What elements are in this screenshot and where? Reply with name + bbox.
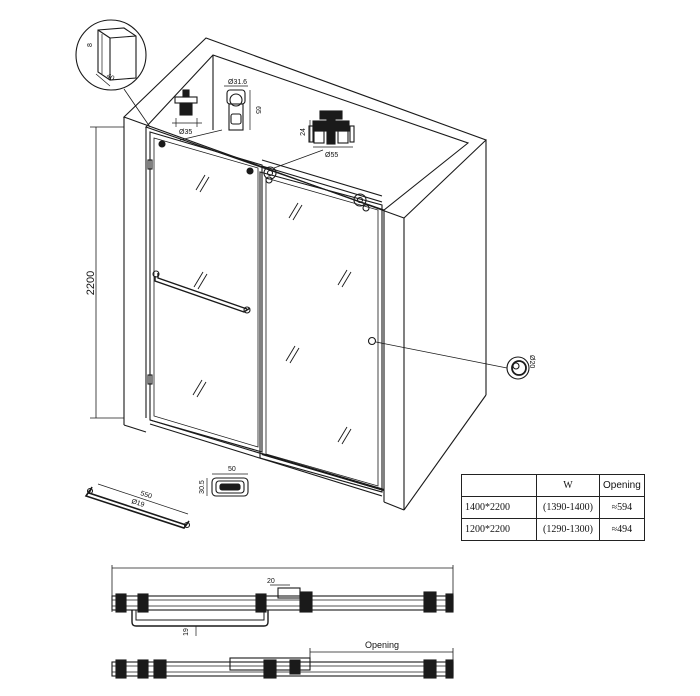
spec-opening-cell: ≈494	[599, 518, 645, 541]
table-row: 1400*2200 (1390-1400) ≈594	[461, 496, 645, 519]
guide-width-label: 50	[228, 466, 236, 473]
spec-size-cell: 1200*2200	[461, 518, 537, 541]
spec-col-width: W	[536, 474, 600, 497]
hanger-height-label: 24	[300, 128, 307, 136]
spec-table: W Opening 1400*2200 (1390-1400) ≈594 120…	[461, 474, 645, 541]
spec-width-cell: (1290-1300)	[536, 518, 600, 541]
top-sliding-rail	[261, 159, 383, 212]
towel-bar-detail	[84, 483, 191, 529]
roller-width-label: Ø31.6	[228, 79, 247, 86]
hanger-detail	[273, 110, 355, 169]
plan-view-open	[111, 648, 454, 679]
plan-view-closed	[111, 565, 454, 636]
opening-label: Opening	[365, 640, 399, 650]
sliding-glass-door	[259, 171, 383, 493]
panel-depth-label: 40	[105, 73, 115, 83]
knob-diameter-label: Ø20	[528, 355, 535, 368]
spec-width-cell: (1390-1400)	[536, 496, 600, 519]
guide-height-label: 30.5	[199, 480, 206, 494]
spec-table-header: W Opening	[461, 474, 645, 497]
height-dimension	[90, 126, 124, 419]
profile-offset-label: 20	[267, 578, 275, 585]
panel-thickness-label: 8	[87, 43, 94, 47]
spec-size-cell: 1400*2200	[461, 496, 537, 519]
roller-right	[353, 193, 367, 207]
spec-opening-cell: ≈594	[599, 496, 645, 519]
roller-detail	[172, 85, 251, 141]
roller-height-label: 65	[254, 106, 261, 114]
hanger-diameter-label: Ø55	[325, 152, 338, 159]
roller-left	[263, 166, 277, 180]
bottom-track	[149, 419, 385, 497]
wall-brackets	[147, 140, 254, 385]
roller-base-label: Ø35	[179, 129, 192, 136]
knob-detail	[506, 356, 530, 380]
door-reflection-marks	[285, 202, 352, 445]
towel-bar-length-label: 550	[139, 490, 152, 500]
handle-projection-label: 19	[183, 628, 190, 636]
height-dim-label: 2200	[85, 271, 97, 295]
towel-bar-diameter-label: Ø19	[130, 498, 145, 509]
fixed-glass-panel	[149, 131, 263, 453]
floor-guide-detail	[206, 473, 249, 497]
panel-thickness-detail	[75, 19, 151, 128]
spec-col-opening: Opening	[599, 474, 645, 497]
spec-col-size	[461, 474, 537, 497]
towel-bar-handle	[152, 270, 251, 314]
door-knob	[367, 336, 508, 369]
enclosure-frame	[122, 37, 488, 511]
glass-reflection-marks	[192, 174, 210, 398]
table-row: 1200*2200 (1290-1300) ≈494	[461, 518, 645, 541]
